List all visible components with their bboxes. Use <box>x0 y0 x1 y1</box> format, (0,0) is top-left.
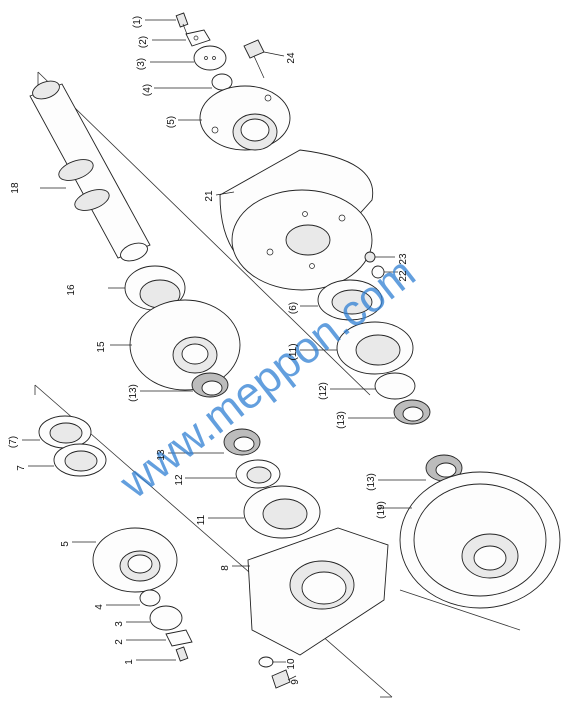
bearing-part-13-mid <box>168 428 261 456</box>
callout-23: 23 <box>398 253 409 265</box>
callout-3p: (3) <box>136 58 147 70</box>
callout-6p: (6) <box>288 302 299 314</box>
callout-13p-b: (13) <box>336 411 347 429</box>
callout-12: 12 <box>174 474 185 486</box>
callout-5p: (5) <box>166 116 177 128</box>
nut-part-23 <box>364 251 395 263</box>
gear-part-15 <box>110 299 241 391</box>
callout-22: 22 <box>398 270 409 282</box>
ring-part-12-mid <box>185 459 281 489</box>
flange-part-5-lower <box>72 527 178 593</box>
callout-16: 16 <box>66 284 77 296</box>
washer-part-3-lower <box>126 605 183 631</box>
washer-part-3-top <box>150 45 227 71</box>
bolt-part-1-lower <box>136 646 189 662</box>
drum-part-21 <box>215 149 374 291</box>
callout-4: 4 <box>94 604 105 610</box>
washer-part-22 <box>371 265 398 279</box>
bolt-part-9 <box>271 669 297 689</box>
callout-13p-c: (13) <box>366 473 377 491</box>
oring-part-4-top <box>154 73 233 91</box>
assembly-frame-right <box>399 589 521 631</box>
callout-19p: (19) <box>376 501 387 519</box>
callout-11p: (11) <box>288 343 299 360</box>
callout-1: 1 <box>124 659 135 665</box>
callout-12p: (12) <box>318 382 329 400</box>
callout-1p: (1) <box>132 16 143 28</box>
bearing-part-13-b <box>348 399 431 425</box>
callout-7: 7 <box>16 465 27 471</box>
assembly-frame-lower <box>34 384 393 698</box>
washer-part-10 <box>258 656 286 668</box>
hub-part-16 <box>108 265 186 311</box>
lock-plate-part-2-top <box>152 29 211 47</box>
oring-part-4-lower <box>106 589 161 607</box>
callout-2: 2 <box>114 639 125 645</box>
seal-part-7-upper <box>22 415 92 449</box>
bolt-part-1-top <box>145 12 191 43</box>
callout-11: 11 <box>196 514 207 525</box>
ring-part-6 <box>300 279 383 321</box>
callout-18: 18 <box>10 182 21 194</box>
callout-2p: (2) <box>138 36 149 48</box>
seal-part-7-lower <box>28 443 107 477</box>
bolt-part-24 <box>243 39 285 79</box>
callout-4p: (4) <box>142 84 153 96</box>
callout-9: 9 <box>290 679 301 685</box>
callout-10: 10 <box>286 658 297 670</box>
bearing-part-13-a <box>140 372 229 398</box>
callout-labels: (1)(2)(3)(4)(5)2421181615(13)2322(6)(11)… <box>8 16 409 685</box>
bearing-part-11-mid <box>208 485 321 539</box>
callout-7p: (7) <box>8 436 19 448</box>
bearing-part-11-top <box>300 321 414 375</box>
lock-plate-part-2-lower <box>126 629 193 647</box>
callout-24: 24 <box>286 52 297 64</box>
callout-13: 13 <box>156 449 167 461</box>
gear-part-19 <box>378 471 561 609</box>
callout-8: 8 <box>220 565 231 571</box>
callout-3: 3 <box>114 621 125 627</box>
callout-13p-a: (13) <box>128 384 139 402</box>
housing-cover-part-8 <box>232 527 389 656</box>
shaft-part-18 <box>29 80 151 262</box>
ring-part-12-top <box>330 372 416 400</box>
callout-15: 15 <box>96 341 107 353</box>
callout-5: 5 <box>60 541 71 547</box>
callout-21: 21 <box>204 190 215 202</box>
flange-part-5-top <box>178 85 291 151</box>
